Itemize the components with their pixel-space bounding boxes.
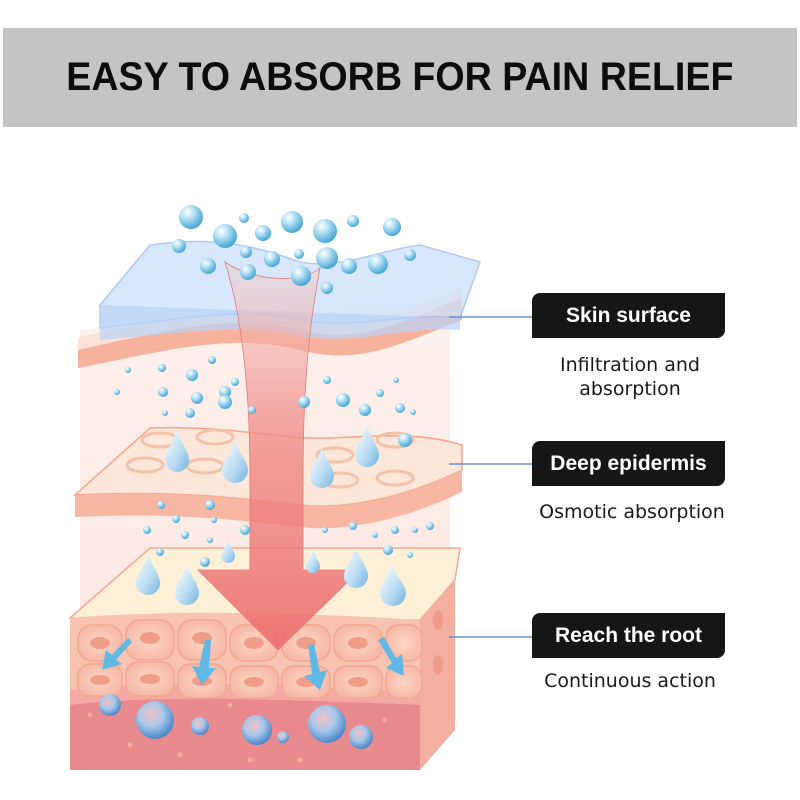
page-title: EASY TO ABSORB FOR PAIN RELIEF bbox=[66, 55, 734, 99]
label-text: Skin surface bbox=[566, 303, 691, 327]
description-line: Continuous action bbox=[544, 670, 716, 692]
label-deep-epidermis: Deep epidermis bbox=[532, 441, 725, 486]
water-bubble-icon bbox=[114, 205, 434, 567]
water-bubble-icon bbox=[99, 694, 373, 749]
label-text: Deep epidermis bbox=[550, 451, 707, 475]
water-drop-icon bbox=[136, 425, 406, 606]
description-reach-the-root: Continuous action bbox=[520, 669, 740, 693]
label-reach-the-root: Reach the root bbox=[532, 613, 725, 658]
description-skin-surface: Infiltration and absorption bbox=[520, 353, 740, 401]
diffusion-arrow-icon bbox=[102, 637, 404, 690]
label-text: Reach the root bbox=[554, 623, 703, 647]
label-skin-surface: Skin surface bbox=[532, 293, 725, 338]
description-deep-epidermis: Osmotic absorption bbox=[522, 500, 742, 524]
title-banner: EASY TO ABSORB FOR PAIN RELIEF bbox=[3, 28, 797, 127]
description-line: absorption bbox=[579, 378, 681, 400]
description-line: Infiltration and bbox=[560, 354, 700, 376]
description-line: Osmotic absorption bbox=[539, 501, 725, 523]
